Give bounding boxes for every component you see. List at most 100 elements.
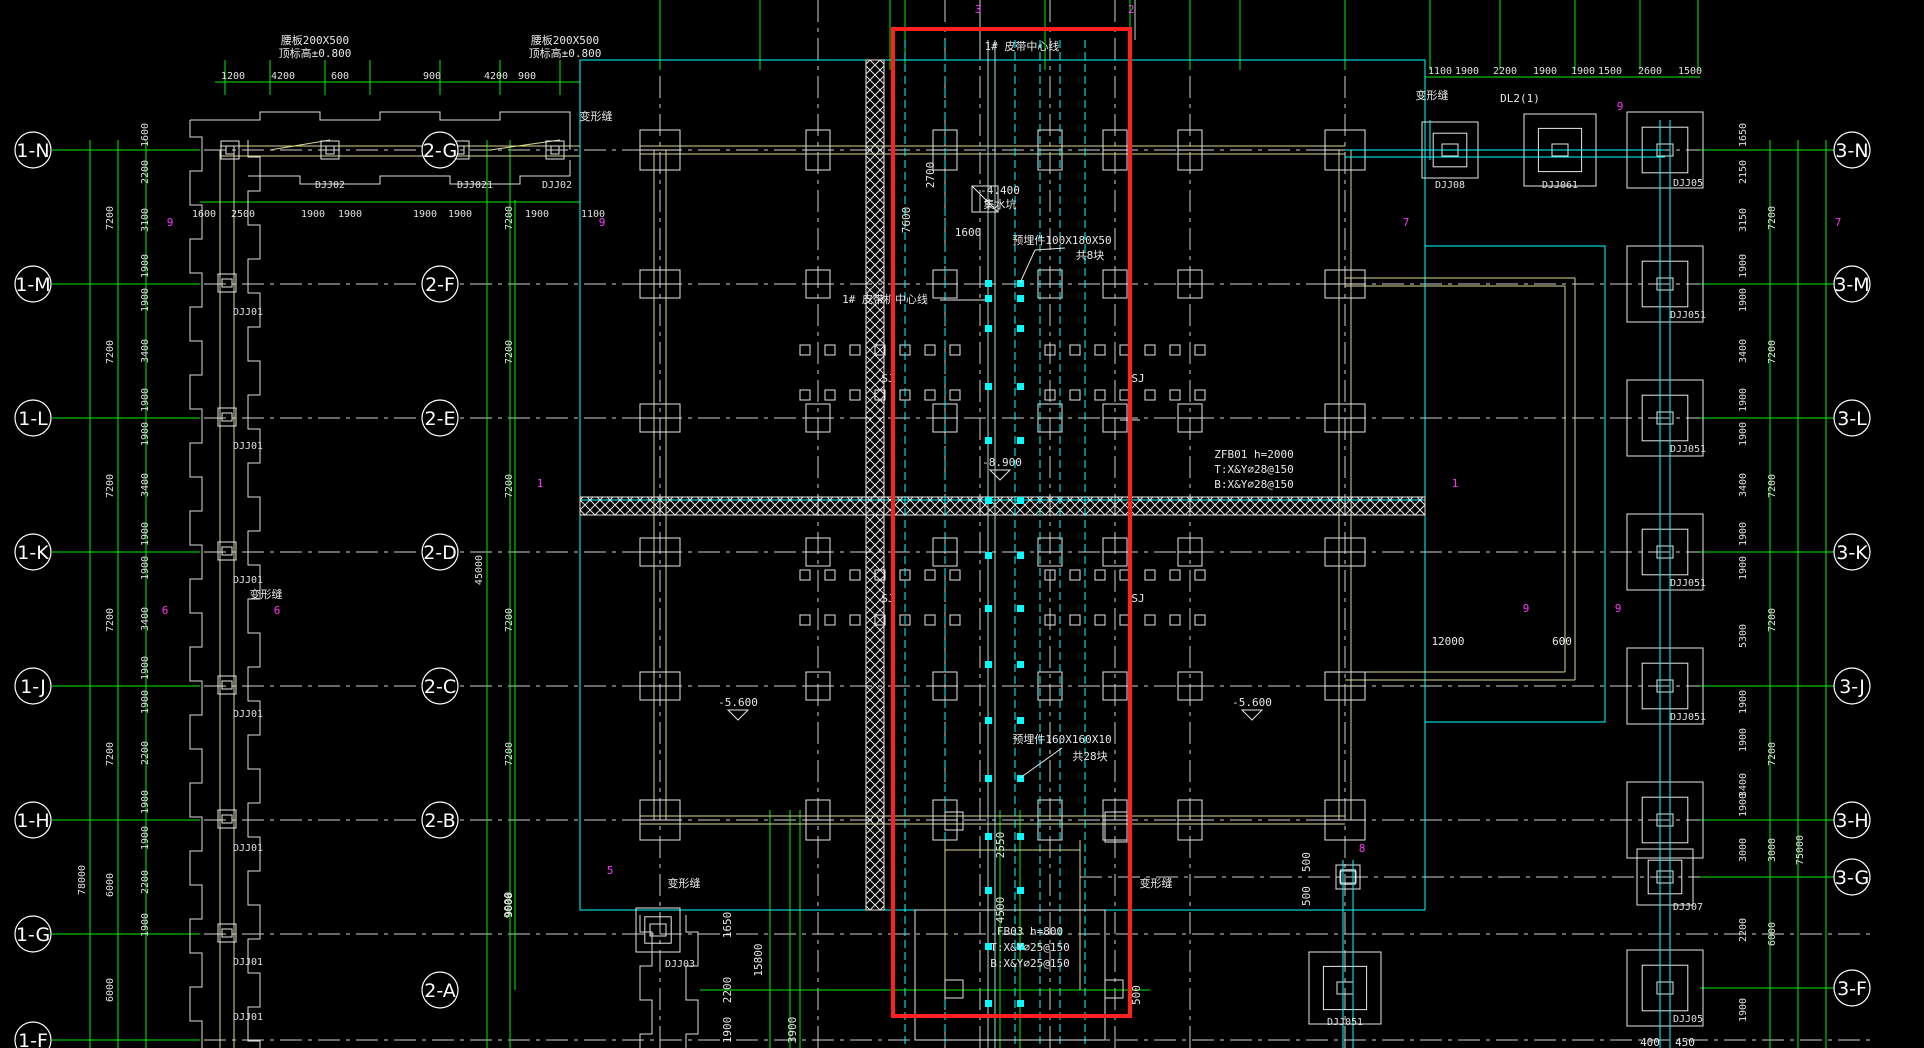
pedestal [849, 344, 861, 356]
note-dim-3900: 3900 [786, 1017, 799, 1044]
footing [217, 273, 237, 293]
embed-dot [1017, 325, 1024, 332]
axis-bubble-mid: 2-G [423, 140, 457, 162]
embed-dot [1017, 605, 1024, 612]
footing-inner [325, 145, 335, 155]
pedestal [1144, 614, 1156, 626]
note-dim-600: 600 [1552, 635, 1572, 648]
dim-value: 1900 [1455, 66, 1479, 77]
embed-dot [985, 497, 992, 504]
embed-dot [985, 605, 992, 612]
axis-bubble-mid: 2-A [424, 980, 456, 1002]
pedestal [824, 344, 836, 356]
axis-bubble-right-circle [1833, 533, 1871, 571]
pedestal [1094, 344, 1106, 356]
dim-value: 1600 [192, 209, 216, 220]
footing [220, 140, 240, 160]
note-embed-1b: 共8块 [1076, 249, 1105, 262]
dim-value: 1900 [140, 556, 151, 580]
pedestal [1069, 344, 1081, 356]
dim-value: 1900 [140, 522, 151, 546]
note-post-4: 变形缝 [1140, 876, 1173, 890]
axis-bubble-mid-circle [421, 667, 459, 705]
pedestal [1169, 614, 1181, 626]
pile-cap [644, 916, 672, 944]
note-beam-top-right: 腰板200X500 [531, 33, 599, 47]
axis-bubble-left-circle [14, 667, 52, 705]
footing-tag: DJJ01 [233, 957, 263, 968]
pedestal [1069, 389, 1081, 401]
dim-value: 45000 [474, 555, 485, 585]
embed-dot [1017, 833, 1024, 840]
note-beam-top-left: 腰板200X500 [281, 33, 349, 47]
section-mark: 6 [162, 604, 169, 617]
axis-bubble-right: 3-F [1837, 978, 1867, 1000]
note-dl2: DL2(1) [1500, 92, 1540, 105]
dim-value: 1900 [140, 254, 151, 278]
axis-bubble-left: 1-G [16, 924, 50, 946]
dim-value: 7200 [1767, 474, 1778, 498]
dim-value: 1900 [1738, 728, 1749, 752]
footing-inner [221, 814, 233, 824]
axis-bubble-left: 1-H [16, 810, 49, 832]
structure [189, 40, 1704, 1048]
pedestal [949, 344, 961, 356]
note-pit-elev: -4.400 [980, 184, 1020, 197]
dim-value: 900 [423, 71, 441, 82]
pedestal [949, 389, 961, 401]
pile-cap [649, 923, 667, 937]
axis-top-label: 2 [1128, 3, 1135, 16]
footing-inner [221, 680, 233, 690]
dim-value: 5300 [1738, 624, 1749, 648]
pedestal [824, 614, 836, 626]
pile-cap [1641, 964, 1689, 1012]
footing-inner [550, 145, 560, 155]
dim-value: 1900 [301, 209, 325, 220]
pile-cap [1656, 981, 1674, 995]
footing-tag: DJJ01 [233, 575, 263, 586]
pedestal [1194, 389, 1206, 401]
section-mark: 5 [607, 864, 614, 877]
dim-value: 1900 [1738, 254, 1749, 278]
pile-cap [1656, 813, 1674, 827]
dim-value: 6000 [105, 873, 116, 897]
dim-value: 1500 [1678, 66, 1702, 77]
axis-bubble-mid: 2-C [424, 676, 456, 698]
footing-tag: DJJ02 [542, 180, 572, 191]
axis-bubble-left-circle [14, 265, 52, 303]
pile-cap [1339, 870, 1357, 884]
dim-value: 7200 [105, 474, 116, 498]
dim-value: 3400 [140, 339, 151, 363]
dim-value: 7200 [105, 742, 116, 766]
note-post-3: 变形缝 [668, 876, 701, 890]
note-dim-7600: 7600 [900, 207, 913, 234]
leader-line [1019, 249, 1036, 284]
dim-value: 1200 [221, 71, 245, 82]
axis-bubble-right-circle [1833, 858, 1871, 896]
section-mark: 6 [274, 604, 281, 617]
embed-dot [985, 833, 992, 840]
pile-cap [1656, 870, 1674, 884]
axis-bubble-right: 3-N [1835, 140, 1868, 162]
dim-value: 1900 [140, 913, 151, 937]
dim-value: 1100 [581, 209, 605, 220]
pedestal [1044, 614, 1056, 626]
axis-bubble-mid-circle [421, 131, 459, 169]
footing [217, 675, 237, 695]
corridor-column [1104, 979, 1124, 999]
dim-value: 2200 [140, 870, 151, 894]
note-fb: FB03 h=800 [997, 925, 1063, 938]
pile-cap [1626, 647, 1704, 725]
corridor-column [1104, 811, 1128, 843]
hatch-horizontal [579, 496, 1426, 516]
dim-value: 7200 [504, 206, 515, 230]
left-wall-inner [247, 140, 261, 1048]
dim-value: 3150 [1738, 208, 1749, 232]
footing-tag: DJJ05 [1673, 178, 1703, 189]
footing-tag: DJJ01 [233, 307, 263, 318]
footing-inner [221, 412, 233, 422]
note-zfb-b: B:X&Y⌀28@150 [1214, 478, 1293, 491]
highlight-box [891, 27, 1132, 1018]
